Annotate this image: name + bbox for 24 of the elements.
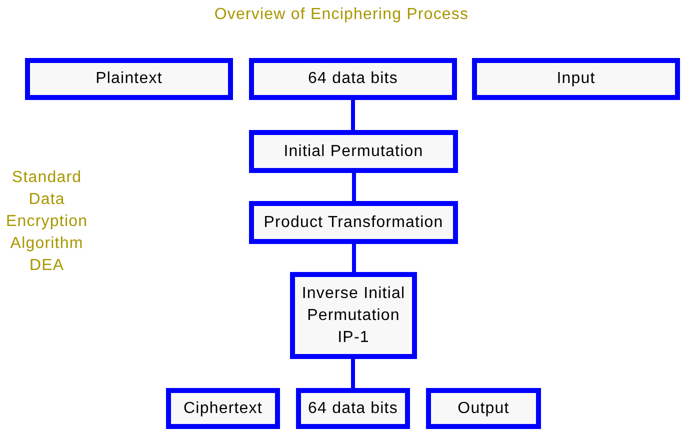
process-box xyxy=(249,201,458,244)
side-note: Standard Data Encryption Algorithm DEA xyxy=(6,168,88,276)
step-label: Initial Permutation xyxy=(284,142,424,162)
process-box xyxy=(472,58,680,100)
connector-line xyxy=(352,244,356,272)
diagram-title: Overview of Enciphering Process xyxy=(214,6,469,23)
connector-line xyxy=(351,100,355,130)
step-label: Input xyxy=(556,69,596,89)
step-label: Output xyxy=(458,398,510,418)
connector-line xyxy=(351,359,355,388)
process-box xyxy=(296,388,410,429)
process-box xyxy=(290,272,417,359)
step-label: Plaintext xyxy=(96,69,162,89)
process-box xyxy=(426,388,541,429)
process-box xyxy=(249,58,457,100)
step-label: Product Transformation xyxy=(264,212,444,232)
process-box xyxy=(249,130,458,173)
step-label: Ciphertext xyxy=(184,398,262,418)
process-box xyxy=(166,388,280,429)
step-label: Inverse Initial Permutation IP-1 xyxy=(302,284,406,348)
step-label: 64 data bits xyxy=(308,69,398,89)
step-label: 64 data bits xyxy=(308,398,398,418)
process-box xyxy=(25,58,233,100)
connector-line xyxy=(352,173,356,201)
